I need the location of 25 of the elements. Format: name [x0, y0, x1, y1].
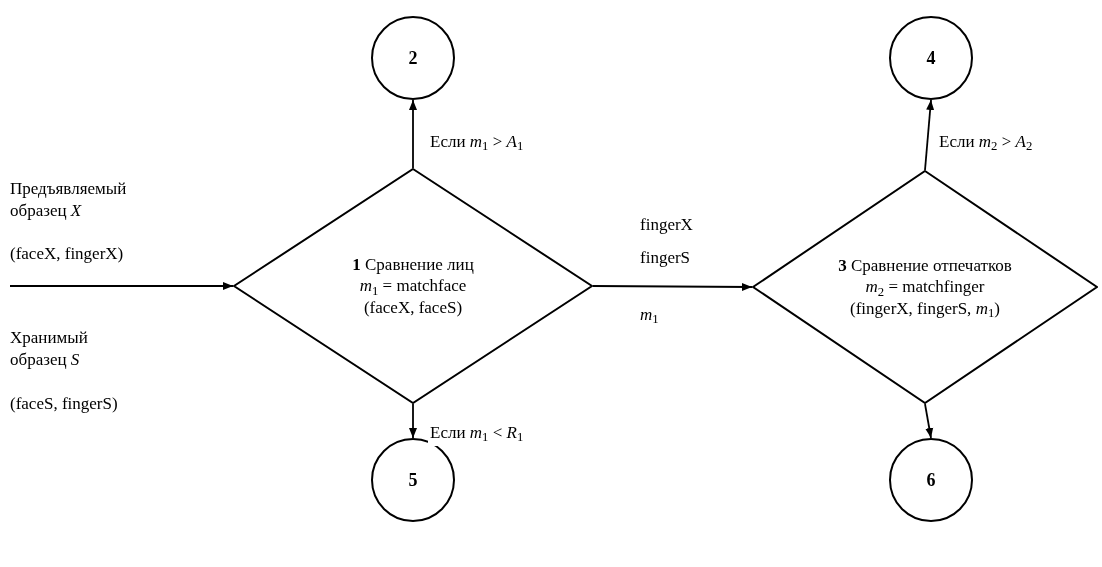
arrow: [592, 282, 753, 291]
text-label: m$_{1}$: [640, 304, 660, 327]
decision-diamond: [233, 168, 593, 404]
decision-diamond: [752, 170, 1098, 404]
arrow: [924, 99, 935, 171]
node-text: m$_{1}$ = matchface: [359, 275, 467, 297]
text-label: Предъявляемый образец X: [10, 178, 128, 223]
text-label: fingerS: [640, 247, 692, 269]
node-text: 1 Сравнение лиц: [352, 254, 474, 276]
node-text: (fingerX, fingerS, m$_{1}$): [850, 297, 1000, 319]
node-number: 6: [926, 468, 936, 492]
arrow: [924, 403, 934, 439]
text-label: Хранимый образец S: [10, 327, 89, 372]
text-label: (faceS, fingerS): [10, 393, 119, 415]
arrow: [9, 282, 234, 290]
node-number: 2: [408, 46, 418, 70]
arrow: [409, 403, 417, 439]
text-label: (faceX, fingerX): [10, 243, 125, 265]
node-text: (faceX, faceS): [363, 296, 463, 318]
node-text: m$_{2}$ = matchfinger: [865, 276, 985, 298]
node-number: 5: [408, 468, 418, 492]
arrow: [409, 99, 417, 169]
node-text: 3 Сравнение отпечатков: [838, 255, 1012, 277]
node-number: 4: [926, 46, 936, 70]
text-label: fingerX: [640, 214, 694, 236]
